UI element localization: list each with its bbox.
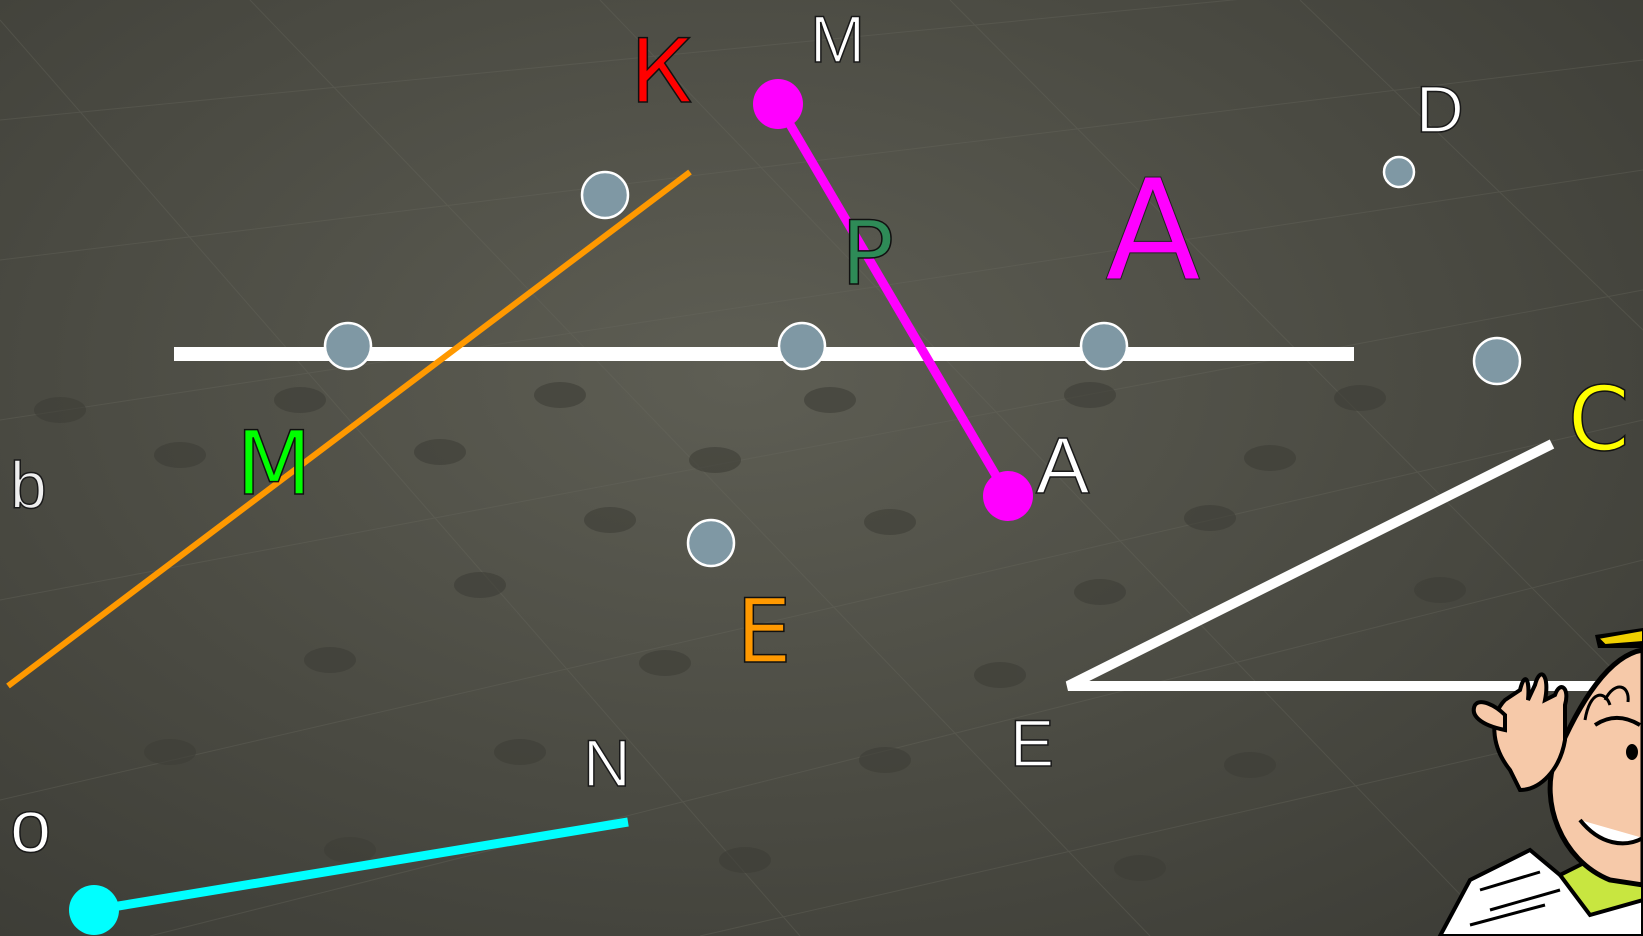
cartoon-boy — [1437, 628, 1643, 936]
dot — [686, 518, 736, 568]
point-M — [753, 79, 803, 129]
angle-CED — [1065, 439, 1596, 691]
label-c-yellow: С — [1567, 368, 1630, 471]
dot — [580, 170, 630, 220]
label-o: о — [9, 785, 52, 868]
label-m-top: М — [809, 2, 865, 76]
dot — [777, 321, 827, 371]
dot — [323, 321, 373, 371]
dot — [1079, 321, 1129, 371]
label-d: D — [1415, 72, 1464, 146]
label-m-green: М — [235, 412, 312, 515]
label-a-white: А — [1035, 421, 1090, 510]
label-p-green: Р — [840, 202, 895, 305]
segment-MA — [774, 101, 1012, 499]
point-A — [983, 471, 1033, 521]
label-k-red: К — [629, 20, 693, 123]
point-O — [69, 885, 119, 935]
floor-bumps — [34, 382, 1466, 881]
points-group — [323, 155, 1522, 568]
label-n: N — [582, 726, 631, 800]
label-a-magenta: А — [1105, 150, 1202, 313]
dot — [1472, 336, 1522, 386]
label-e-white: E — [1009, 706, 1055, 780]
label-e-orange: Е — [735, 580, 792, 683]
ray-ON — [93, 817, 629, 915]
label-b: b — [9, 448, 47, 522]
dot — [1382, 155, 1416, 189]
orange-line — [6, 169, 692, 689]
